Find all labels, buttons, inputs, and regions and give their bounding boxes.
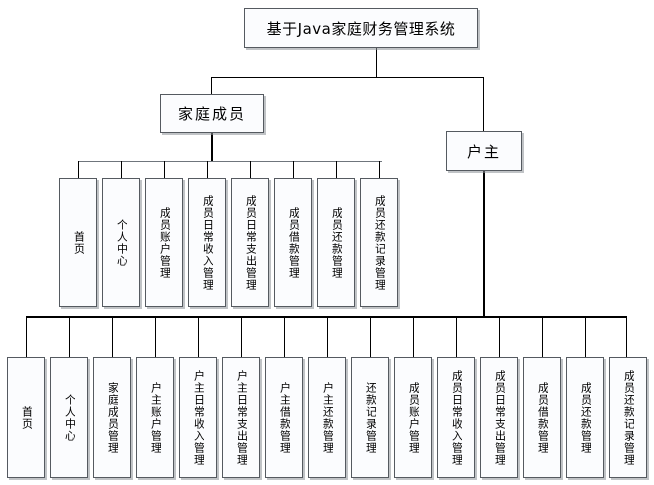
node-hh-function-label: 成员还款记录管理	[622, 369, 635, 466]
node-hh-function-label: 成员日常支出管理	[493, 369, 506, 466]
connector-drop-fm-2	[121, 161, 122, 178]
connector-drop-fm-5	[250, 161, 251, 178]
node-hh-function[interactable]: 户主日常支出管理	[222, 357, 260, 478]
connector-level2-bus	[211, 77, 483, 78]
connector-drop-hh-7	[284, 316, 285, 357]
connector-to-head-of-household	[483, 77, 484, 131]
node-hh-function-label: 户主借款管理	[278, 381, 291, 454]
connector-drop-fm-3	[164, 161, 165, 178]
node-fm-function[interactable]: 成员还款管理	[317, 178, 355, 307]
connector-drop-hh-14	[585, 316, 586, 357]
node-hh-function-label: 成员还款管理	[579, 381, 592, 454]
node-fm-function[interactable]: 成员还款记录管理	[360, 178, 398, 307]
connector-head-stem	[483, 171, 485, 317]
node-hh-function[interactable]: 成员日常支出管理	[480, 357, 518, 478]
connector-drop-hh-4	[155, 316, 156, 357]
node-hh-function[interactable]: 还款记录管理	[351, 357, 389, 478]
node-hh-function[interactable]: 户主借款管理	[265, 357, 303, 478]
connector-family-member-stem	[211, 133, 213, 162]
node-fm-function-label: 成员借款管理	[287, 206, 300, 279]
node-head-of-household[interactable]: 户主	[446, 131, 522, 171]
node-hh-function-label: 户主还款管理	[321, 381, 334, 454]
node-hh-function-label: 成员日常收入管理	[450, 369, 463, 466]
node-hh-function[interactable]: 成员借款管理	[523, 357, 561, 478]
node-hh-function-label: 成员账户管理	[407, 381, 420, 454]
node-hh-function[interactable]: 成员账户管理	[394, 357, 432, 478]
connector-drop-fm-7	[336, 161, 337, 178]
node-fm-function-label: 成员日常支出管理	[244, 194, 257, 291]
node-fm-function[interactable]: 成员借款管理	[274, 178, 312, 307]
connector-drop-fm-1	[78, 161, 79, 178]
connector-drop-hh-2	[69, 316, 70, 357]
connector-drop-fm-6	[293, 161, 294, 178]
connector-root-stem	[376, 48, 377, 78]
node-hh-function[interactable]: 家庭成员管理	[93, 357, 131, 478]
connector-drop-hh-5	[198, 316, 199, 357]
connector-drop-hh-13	[542, 316, 543, 357]
node-fm-function-label: 成员还款记录管理	[373, 194, 386, 291]
node-hh-function[interactable]: 个人中心	[50, 357, 88, 478]
node-fm-function-label: 成员日常收入管理	[201, 194, 214, 291]
node-hh-function-label: 户主日常支出管理	[235, 369, 248, 466]
node-fm-function-label: 首页	[72, 230, 85, 255]
connector-drop-fm-8	[379, 161, 380, 178]
node-hh-function[interactable]: 成员还款记录管理	[609, 357, 647, 478]
node-fm-function-label: 成员账户管理	[158, 206, 171, 279]
connector-head-bus	[26, 316, 626, 318]
node-root-label: 基于Java家庭财务管理系统	[266, 19, 456, 38]
node-family-member-label: 家庭成员	[177, 105, 246, 123]
node-fm-function-label: 成员还款管理	[330, 206, 343, 279]
connector-drop-hh-6	[241, 316, 242, 357]
node-hh-function[interactable]: 户主日常收入管理	[179, 357, 217, 478]
node-fm-function[interactable]: 首页	[59, 178, 97, 307]
connector-drop-hh-3	[112, 316, 113, 357]
connector-drop-hh-10	[413, 316, 414, 357]
node-root[interactable]: 基于Java家庭财务管理系统	[244, 8, 478, 48]
node-hh-function-label: 户主日常收入管理	[192, 369, 205, 466]
connector-drop-hh-8	[327, 316, 328, 357]
connector-drop-hh-15	[626, 316, 627, 357]
connector-drop-hh-1	[26, 316, 27, 357]
node-fm-function[interactable]: 成员日常收入管理	[188, 178, 226, 307]
node-hh-function-label: 还款记录管理	[364, 381, 377, 454]
connector-drop-hh-12	[499, 316, 500, 357]
connector-family-member-bus	[78, 161, 382, 162]
node-fm-function-label: 个人中心	[115, 218, 128, 267]
node-hh-function-label: 成员借款管理	[536, 381, 549, 454]
node-hh-function-label: 个人中心	[63, 393, 76, 442]
connector-drop-hh-11	[456, 316, 457, 357]
node-hh-function-label: 首页	[20, 405, 33, 430]
node-hh-function[interactable]: 成员日常收入管理	[437, 357, 475, 478]
node-fm-function[interactable]: 个人中心	[102, 178, 140, 307]
connector-drop-fm-4	[207, 161, 208, 178]
node-head-of-household-label: 户主	[466, 142, 501, 161]
node-fm-function[interactable]: 成员账户管理	[145, 178, 183, 307]
node-hh-function-label: 家庭成员管理	[106, 381, 119, 454]
connector-to-family-member	[211, 77, 212, 94]
node-hh-function[interactable]: 户主还款管理	[308, 357, 346, 478]
node-family-member[interactable]: 家庭成员	[160, 94, 264, 133]
node-hh-function[interactable]: 首页	[7, 357, 45, 478]
node-hh-function[interactable]: 户主账户管理	[136, 357, 174, 478]
connector-drop-hh-9	[370, 316, 371, 357]
node-fm-function[interactable]: 成员日常支出管理	[231, 178, 269, 307]
node-hh-function[interactable]: 成员还款管理	[566, 357, 604, 478]
node-hh-function-label: 户主账户管理	[149, 381, 162, 454]
